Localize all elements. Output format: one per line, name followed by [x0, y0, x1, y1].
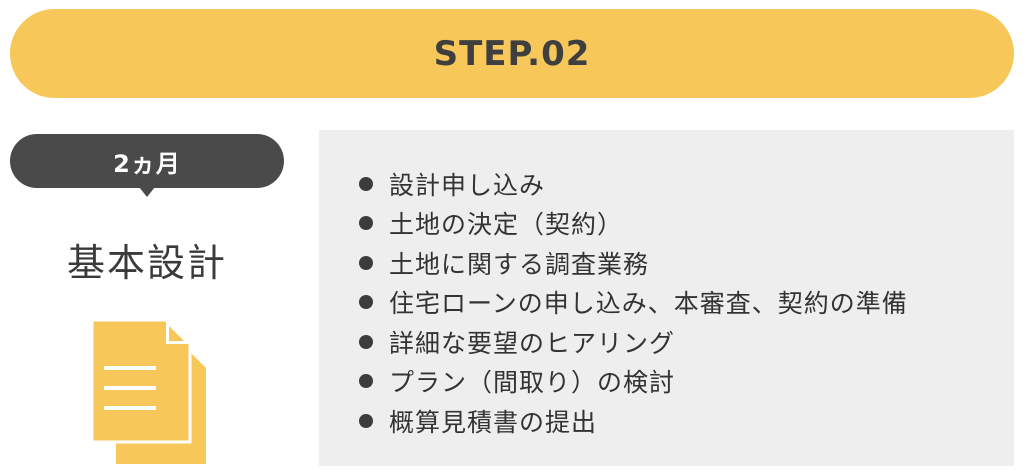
list-item: 詳細な要望のヒアリング — [359, 322, 908, 362]
bullet-icon — [359, 176, 373, 191]
task-text: プラン（間取り）の検討 — [389, 368, 676, 398]
bullet-icon — [359, 374, 373, 389]
document-icon — [90, 318, 206, 464]
phase-title: 基本設計 — [66, 241, 227, 285]
list-item: プラン（間取り）の検討 — [359, 362, 908, 402]
duration-label: 2ヵ月 — [113, 149, 181, 178]
step-title: STEP.02 — [433, 33, 591, 74]
bullet-icon — [359, 334, 373, 349]
list-item: 住宅ローンの申し込み、本審査、契約の準備 — [359, 283, 908, 323]
list-item: 設計申し込み — [359, 164, 908, 204]
task-text: 土地の決定（契約） — [389, 210, 624, 240]
task-text: 住宅ローンの申し込み、本審査、契約の準備 — [389, 289, 908, 319]
task-text: 概算見積書の提出 — [389, 407, 598, 437]
list-item: 土地の決定（契約） — [359, 204, 908, 244]
bullet-icon — [359, 216, 373, 231]
bullet-icon — [359, 255, 373, 270]
task-text: 土地に関する調査業務 — [389, 249, 650, 279]
duration-badge: 2ヵ月 — [10, 134, 284, 188]
task-panel: 設計申し込み 土地の決定（契約） 土地に関する調査業務 住宅ローンの申し込み、本… — [319, 130, 1014, 466]
task-text: 詳細な要望のヒアリング — [389, 328, 676, 358]
task-text: 設計申し込み — [389, 170, 546, 200]
bullet-icon — [359, 295, 373, 310]
list-item: 概算見積書の提出 — [359, 401, 908, 441]
list-item: 土地に関する調査業務 — [359, 243, 908, 283]
task-list: 設計申し込み 土地の決定（契約） 土地に関する調査業務 住宅ローンの申し込み、本… — [359, 164, 908, 441]
bullet-icon — [359, 413, 373, 428]
step-banner: STEP.02 — [10, 9, 1014, 98]
